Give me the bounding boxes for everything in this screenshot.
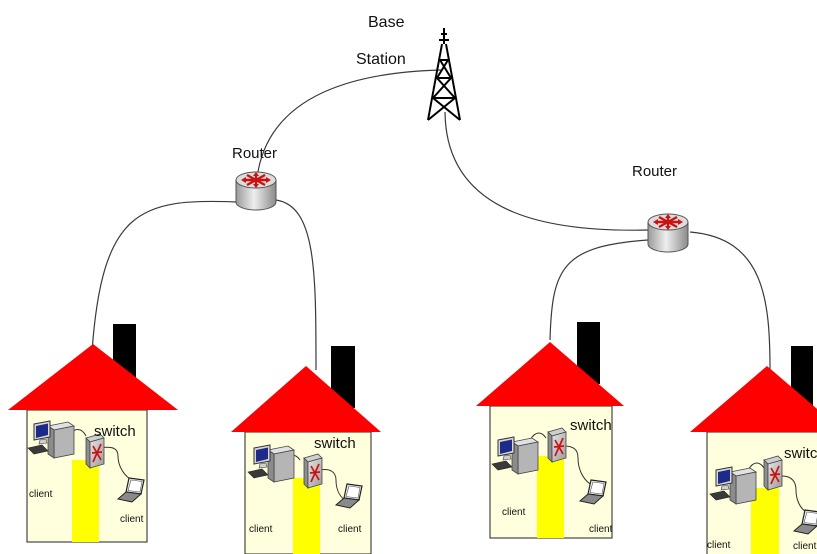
house-2: switch client client bbox=[231, 346, 381, 554]
switch-label: switch bbox=[314, 435, 356, 452]
router-left: Router bbox=[232, 145, 278, 212]
base-station-label-line1: Base bbox=[368, 14, 405, 31]
router-icon bbox=[234, 170, 278, 212]
chimney bbox=[577, 322, 600, 384]
roof bbox=[8, 344, 178, 410]
client-label-2: client bbox=[589, 524, 613, 535]
client-label-2: client bbox=[120, 514, 144, 525]
client-label-1: client bbox=[502, 507, 526, 518]
base-station-label-line2: Station bbox=[356, 51, 406, 68]
roof bbox=[476, 342, 624, 406]
wire-router-right-to-house-3 bbox=[549, 239, 649, 341]
client-label-1: client bbox=[249, 524, 273, 535]
desktop-computer-icon bbox=[27, 420, 75, 459]
door bbox=[537, 456, 564, 538]
wire-tower-to-router-right bbox=[444, 111, 649, 231]
router-left-label: Router bbox=[232, 145, 277, 162]
switch-icon bbox=[547, 427, 567, 463]
roof bbox=[231, 366, 381, 432]
roof bbox=[690, 366, 817, 432]
wire-router-right-to-house-4 bbox=[689, 231, 771, 371]
client-label-1: client bbox=[29, 489, 53, 500]
router-right: Router bbox=[632, 163, 690, 254]
wire-router-left-to-house-1 bbox=[91, 200, 237, 353]
wire-router-left-to-house-2 bbox=[275, 199, 317, 371]
door bbox=[72, 460, 99, 542]
house-4: switch client client bbox=[690, 346, 817, 554]
switch-label: switch bbox=[94, 423, 136, 440]
switch-label: switch bbox=[570, 417, 612, 434]
router-icon bbox=[646, 212, 690, 254]
switch-icon bbox=[763, 455, 783, 491]
client-label-2: client bbox=[793, 541, 817, 552]
house-1: switch client client bbox=[8, 324, 178, 543]
router-right-label: Router bbox=[632, 163, 677, 180]
tower-icon bbox=[427, 28, 461, 121]
desktop-computer-icon bbox=[247, 444, 295, 483]
desktop-computer-icon bbox=[709, 466, 757, 505]
switch-label: switch bbox=[784, 445, 817, 462]
switch-icon bbox=[303, 453, 323, 489]
client-label-1: client bbox=[707, 540, 731, 551]
desktop-computer-icon bbox=[491, 436, 539, 475]
client-label-2: client bbox=[338, 524, 362, 535]
door bbox=[293, 478, 320, 554]
house-3: switch client client bbox=[476, 322, 624, 539]
wire-tower-to-router-left bbox=[256, 69, 443, 179]
